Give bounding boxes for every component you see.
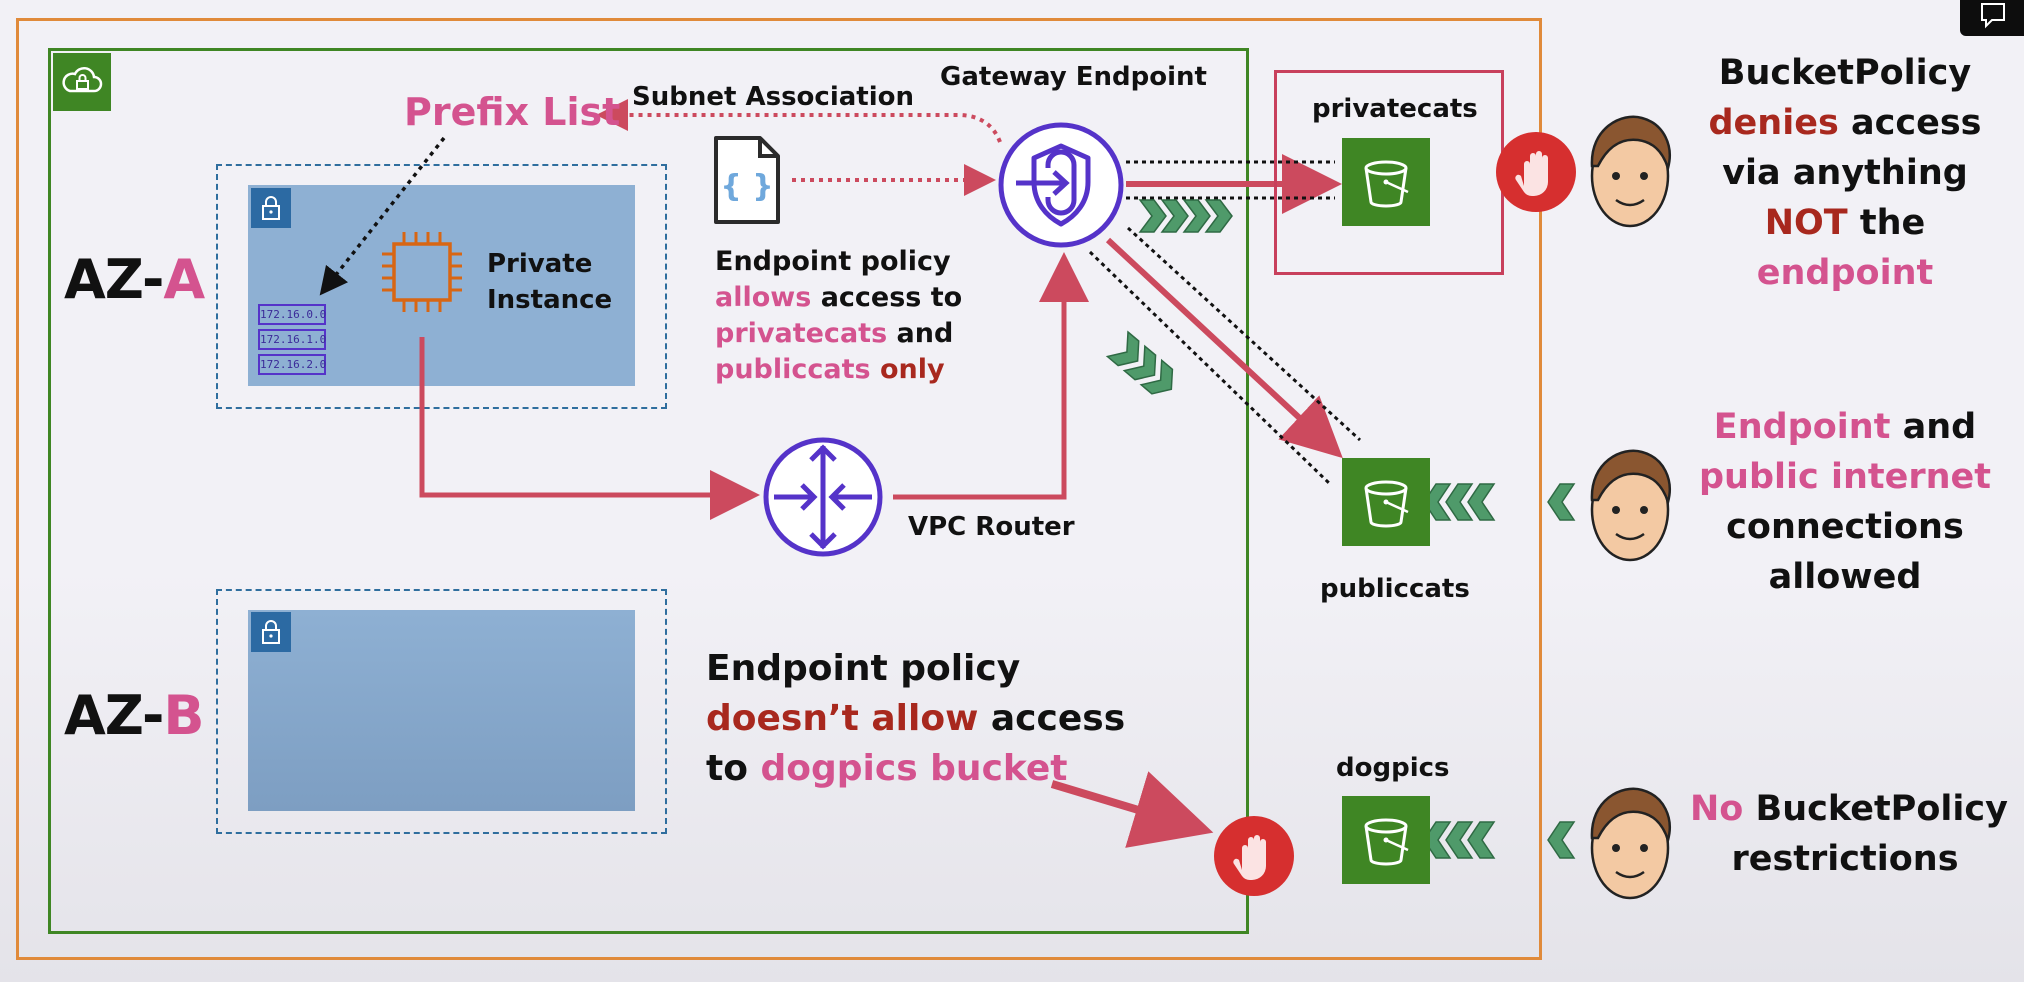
deny-dogpics-arrow — [1050, 771, 1214, 848]
subnet-a-boundary — [216, 164, 667, 409]
aws-cloud-frame — [16, 18, 1542, 960]
prefix-list-to-table-line — [319, 136, 446, 296]
subnet-association-line — [596, 99, 1002, 143]
dogpics-policy-note: No BucketPolicy restrictions — [1690, 789, 2008, 879]
chevrons-icon — [1138, 199, 1233, 233]
prefix-entry: 172.16.1.0 — [258, 329, 326, 350]
privatecats-policy-note: BucketPolicy denies access via anything … — [1708, 53, 1982, 293]
chevrons-icon — [1105, 330, 1174, 395]
gateway-endpoint-label: Gateway Endpoint — [940, 62, 1207, 92]
vpc-router-icon[interactable] — [762, 436, 884, 558]
route-instance-to-router — [419, 337, 760, 520]
corner-chat-icon[interactable] — [1960, 0, 2024, 36]
prefix-list-label: Prefix List — [404, 90, 621, 134]
az-a-label: AZ-A — [64, 248, 205, 311]
chevrons-icon — [1423, 821, 1576, 859]
prefix-entry: 172.16.2.0 — [258, 354, 326, 375]
s3-bucket-icon[interactable] — [1342, 138, 1430, 226]
prefix-list-table: 172.16.0.0 172.16.1.0 172.16.2.0 — [258, 304, 326, 375]
publiccats-policy-note: Endpoint and public internet connections… — [1699, 407, 1991, 597]
s3-bucket-icon[interactable] — [1342, 458, 1430, 546]
route-endpoint-to-publiccats — [1105, 237, 1343, 459]
vpc-router-label: VPC Router — [908, 512, 1075, 542]
stop-hand-icon — [1212, 814, 1296, 898]
subnet-b-boundary — [216, 589, 667, 834]
privatecats-label: privatecats — [1312, 94, 1478, 124]
endpoint-policy-note: Endpoint policy allows access to private… — [715, 246, 963, 385]
subnet-association-label: Subnet Association — [632, 82, 914, 112]
subnet-lock-icon — [251, 188, 291, 228]
svg-text:{ }: { } — [720, 169, 773, 204]
user-face-icon — [1582, 782, 1678, 904]
stop-hand-icon — [1494, 130, 1578, 214]
dogpics-label: dogpics — [1336, 753, 1450, 783]
gateway-endpoint-icon[interactable] — [996, 120, 1126, 250]
subnet-a — [248, 185, 635, 386]
user-face-icon — [1582, 110, 1678, 232]
s3-bucket-icon[interactable] — [1342, 796, 1430, 884]
ec2-chip-icon — [378, 228, 466, 316]
private-instance-label: Private Instance — [487, 249, 613, 315]
prefix-entry: 172.16.0.0 — [258, 304, 326, 325]
subnet-b — [248, 610, 635, 811]
endpoint-deny-note: Endpoint policy doesn’t allow access to … — [706, 648, 1126, 789]
policy-document-icon: { } — [710, 134, 782, 226]
route-router-to-endpoint — [893, 252, 1089, 500]
subnet-lock-icon — [251, 612, 291, 652]
az-b-label: AZ-B — [64, 684, 205, 747]
chevrons-icon — [1423, 483, 1576, 521]
dotted-endpoint-publiccats-b — [1088, 250, 1332, 486]
user-face-icon — [1582, 444, 1678, 566]
publiccats-label: publiccats — [1320, 574, 1470, 604]
vpc-cloud-lock-icon — [53, 53, 111, 111]
vpc-frame — [48, 48, 1249, 934]
